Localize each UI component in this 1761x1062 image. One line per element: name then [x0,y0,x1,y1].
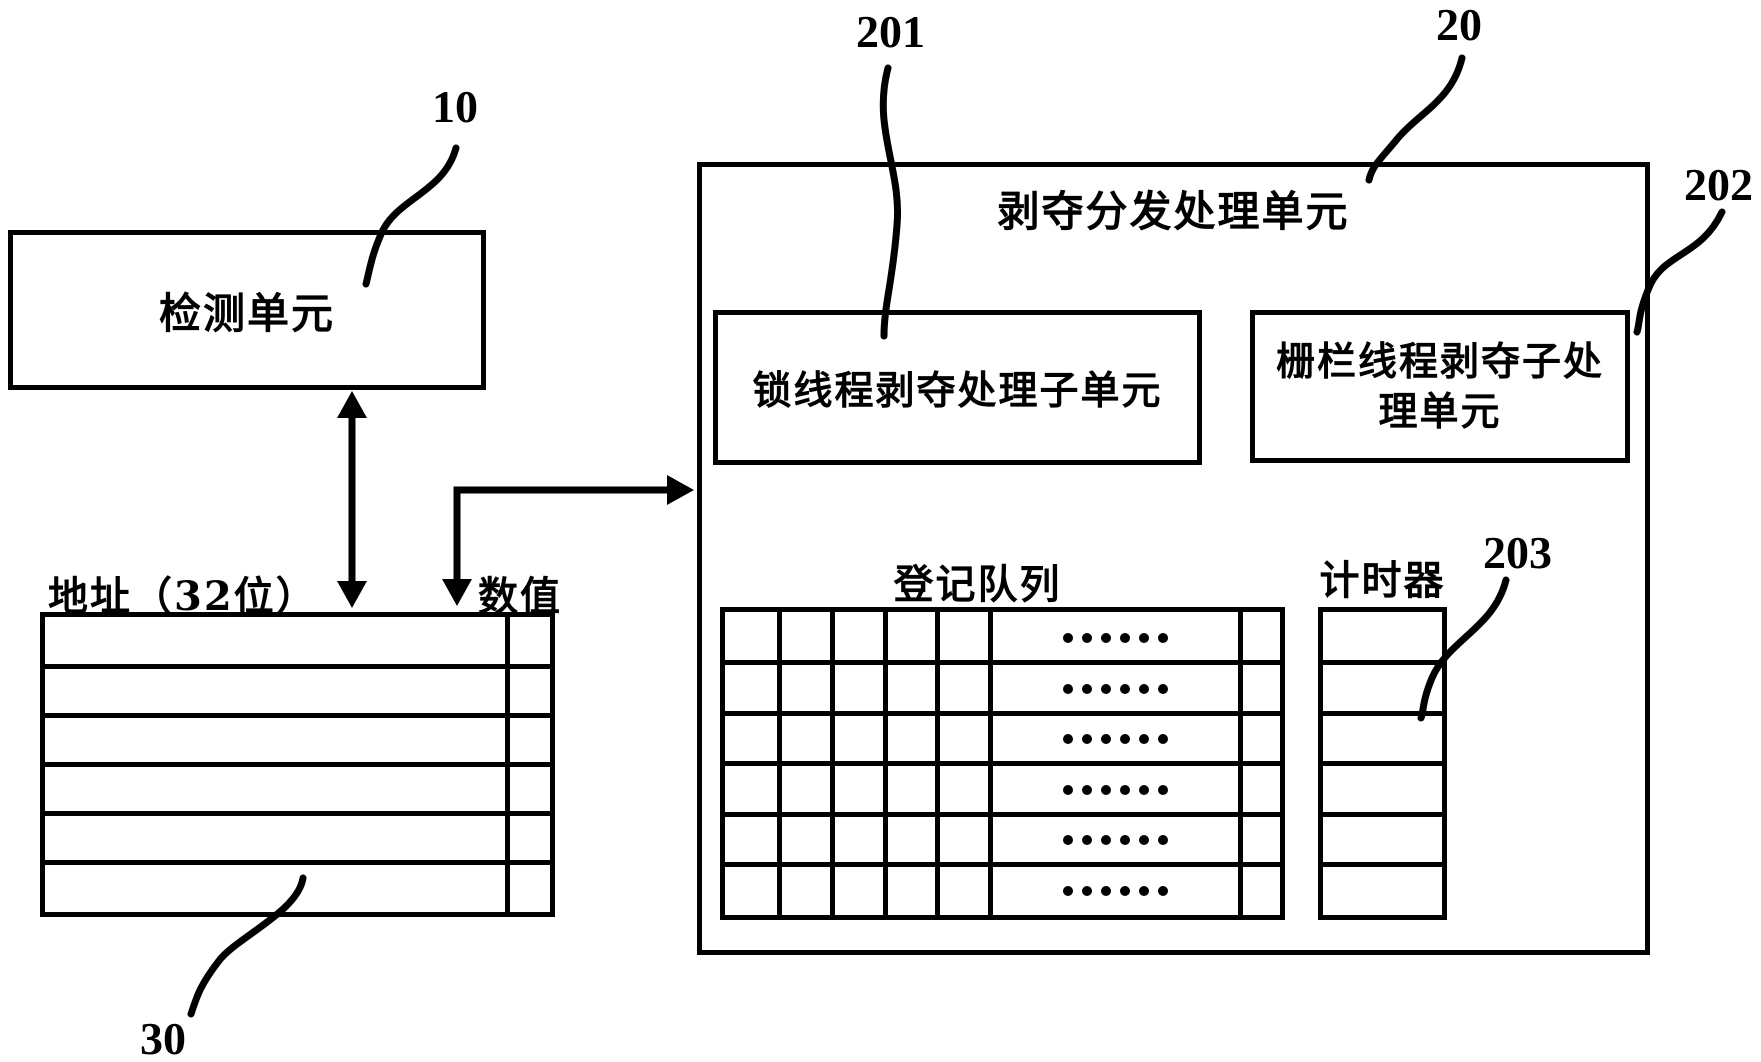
table-column-line [776,612,782,915]
timer-label: 计时器 [1319,557,1446,604]
dot [1100,784,1111,795]
table-column-line [934,612,940,915]
table-row-line [725,862,1280,867]
dot [1119,733,1130,744]
dot [1157,885,1168,896]
queue-ellipsis-dots [990,612,1240,663]
table-row-line [725,761,1280,766]
queue-ellipsis-dots [990,814,1240,865]
registration-queue-label: 登记队列 [893,561,1062,608]
dot [1138,885,1149,896]
table-row-line [725,660,1280,665]
queue-ellipsis-dots [990,713,1240,764]
table-row-line [45,713,550,718]
lock-subunit-box: 锁线程剥夺处理子单元 [713,310,1202,465]
registration-queue-table [720,607,1285,920]
dot [1062,733,1073,744]
ref-20-label: 20 [1436,0,1482,50]
dot [1138,834,1149,845]
table-row-line [1323,862,1442,867]
lock-subunit-label: 锁线程剥夺处理子单元 [752,367,1163,414]
dot [1081,834,1092,845]
dot [1138,784,1149,795]
dot [1081,683,1092,694]
table-row-line [725,711,1280,716]
table-row-line [1323,660,1442,665]
dot [1062,683,1073,694]
dot [1157,834,1168,845]
dot [1062,885,1073,896]
dot [1119,885,1130,896]
dot [1062,784,1073,795]
dot [1138,632,1149,643]
table-row-line [45,762,550,767]
main-unit-title: 剥夺分发处理单元 [997,187,1350,236]
dot [1119,834,1130,845]
dot [1100,834,1111,845]
barrier-subunit-label-line2: 理单元 [1378,388,1502,435]
table-row-line [45,664,550,669]
table-column-line [504,617,510,912]
timer-table [1318,607,1447,920]
dot [1081,632,1092,643]
table-column-line [882,612,888,915]
dot [1100,733,1111,744]
dot [1100,885,1111,896]
dot [1119,784,1130,795]
table-column-line [1237,612,1243,915]
dot [1062,834,1073,845]
table-row-line [45,811,550,816]
table-column-line [829,612,835,915]
dot [1081,885,1092,896]
queue-ellipsis-dots [990,865,1240,916]
ref-202-label: 202 [1684,159,1753,210]
dot [1100,632,1111,643]
dot [1138,683,1149,694]
ref-203-label: 203 [1483,527,1552,578]
table-row-line [45,860,550,865]
dot [1119,632,1130,643]
detection-unit-box: 检测单元 [8,230,486,390]
memory-table [40,612,555,917]
barrier-subunit-label-line1: 栅栏线程剥夺子处 [1275,338,1604,385]
dot [1157,733,1168,744]
dot [1081,784,1092,795]
double-arrow [337,391,367,608]
table-column-line [987,612,993,915]
dot [1119,683,1130,694]
dot [1100,683,1111,694]
dot [1157,632,1168,643]
queue-ellipsis-dots [990,663,1240,714]
table-row-line [1323,761,1442,766]
ref-201-label: 201 [856,6,925,57]
table-row-line [1323,711,1442,716]
dot [1157,683,1168,694]
barrier-subunit-box: 栅栏线程剥夺子处 理单元 [1250,310,1630,463]
dot [1138,733,1149,744]
detection-unit-label: 检测单元 [158,288,335,338]
ref-10-label: 10 [432,81,478,132]
table-row-line [725,812,1280,817]
dot [1081,733,1092,744]
queue-ellipsis-dots [990,764,1240,815]
table-row-line [1323,812,1442,817]
ref-30-label: 30 [140,1013,186,1062]
dot [1062,632,1073,643]
dot [1157,784,1168,795]
